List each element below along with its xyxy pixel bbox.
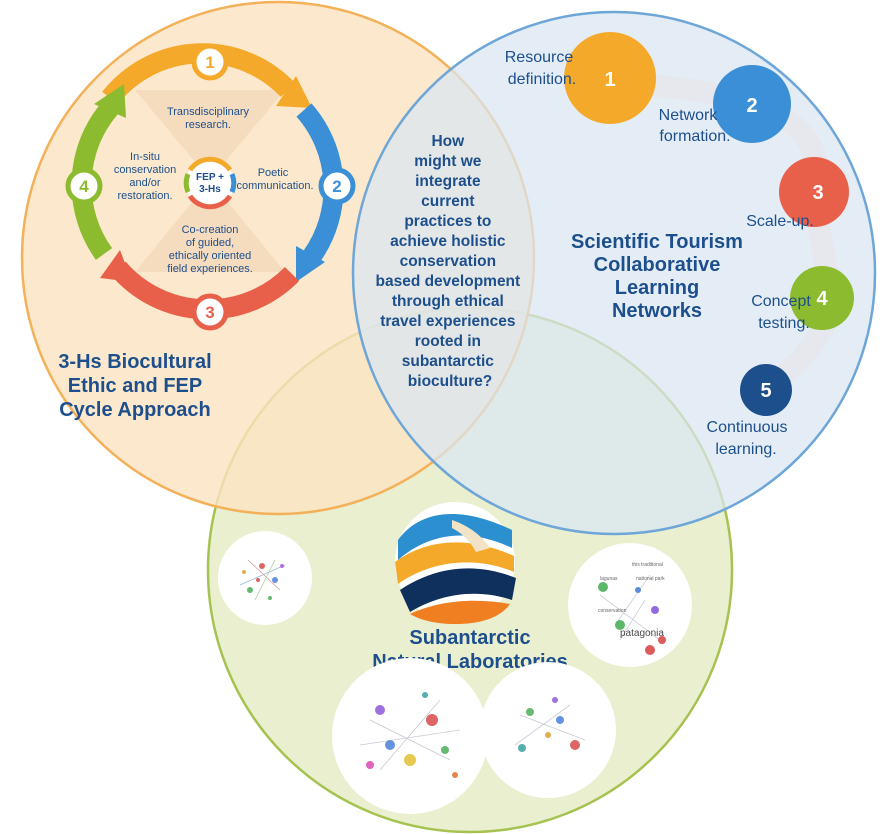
fep-center-label-2: 3-Hs: [199, 184, 221, 195]
cycle-arrowhead-3: [100, 250, 132, 282]
cycle-step-1-line-1: Transdisciplinary: [167, 106, 250, 118]
svg-text:3-Hs Biocultural: 3-Hs Biocultural: [58, 351, 211, 373]
cycle-step-2-line-1: Poetic: [258, 167, 289, 179]
cycle-wedge-top: [135, 90, 285, 180]
cycle-step-1-line-2: research.: [185, 119, 231, 131]
cycle-badge-1: 1: [191, 43, 229, 81]
step-1-label-2: definition.: [508, 71, 577, 88]
svg-text:Cycle Approach: Cycle Approach: [59, 399, 211, 421]
logo-band-yellow: [395, 542, 514, 584]
cycle-wedge-bottom: [135, 180, 285, 272]
step-5-label-1: Continuous: [707, 419, 788, 436]
network-word-patagonia: patagonia: [620, 628, 664, 639]
cycle-step-4-line-3: and/or: [129, 177, 161, 189]
cycle-step-2-line-2: communication.: [236, 180, 313, 192]
step-4-label-1: Concept: [751, 293, 811, 310]
network-word-conservation: conservation: [598, 608, 627, 614]
cycle-step-4-line-4: restoration.: [117, 190, 172, 202]
step-2-label-1: Network: [659, 107, 719, 124]
cycle-step-4-line-1: In-situ: [130, 151, 160, 163]
step-3-number: 3: [812, 182, 823, 204]
step-2-label-2: formation.: [659, 128, 730, 145]
venn-circles: [20, 0, 877, 834]
network-map-bottom-left: [332, 658, 488, 814]
step-1-circle: [564, 32, 656, 124]
network-map-left: [218, 531, 312, 625]
cycle-arrowhead-1: [276, 76, 312, 108]
logo-band-orange: [410, 600, 510, 624]
cycle-badge-2: 2: [318, 167, 356, 205]
step-4-circle: [790, 266, 854, 330]
logo-band-navy: [400, 568, 516, 612]
right-circle-title: Scientific Tourism Collaborative Learnin…: [571, 231, 743, 322]
step-4-label-2: testing.: [758, 315, 810, 332]
svg-text:Learning: Learning: [615, 277, 699, 299]
network-map-bottom-right: [480, 662, 616, 798]
logo-band-cream: [452, 520, 490, 552]
cycle-badge-3: 3: [191, 293, 229, 331]
step-5-number: 5: [760, 380, 771, 402]
step-1-number: 1: [604, 69, 615, 91]
svg-text:1: 1: [205, 53, 214, 72]
cycle-badge-4: 4: [65, 167, 103, 205]
fep-cycle: 1 2 3 4 FEP + 3-Hs Transdisciplinary res…: [65, 43, 356, 331]
step-2-circle: [713, 65, 791, 143]
svg-text:Networks: Networks: [612, 300, 702, 322]
svg-text:3: 3: [205, 303, 214, 322]
waves-logo: [395, 502, 516, 624]
step-3-circle: [779, 157, 849, 227]
cycle-step-3-line-2: of guided,: [186, 237, 234, 249]
logo-band-blue: [398, 513, 512, 560]
cycle-step-3-line-1: Co-creation: [182, 224, 239, 236]
svg-text:Scientific Tourism: Scientific Tourism: [571, 231, 743, 253]
svg-text:2: 2: [332, 177, 341, 196]
fep-center-label-1: FEP +: [196, 172, 224, 183]
cycle-step-4-line-2: conservation: [114, 164, 176, 176]
central-question: How might we integrate current practices…: [375, 133, 524, 390]
step-2-number: 2: [746, 95, 757, 117]
network-word-traditional: this traditional: [632, 562, 663, 568]
network-word-national-park: national park: [636, 576, 665, 582]
cycle-arrowhead-2: [296, 246, 325, 282]
step-1-label-1: Resource: [505, 49, 574, 66]
step-4-number: 4: [816, 288, 828, 310]
step-5-circle: [740, 364, 792, 416]
cycle-step-3-line-4: field experiences.: [167, 263, 253, 275]
svg-text:4: 4: [79, 177, 89, 196]
left-circle-title: 3-Hs Biocultural Ethic and FEP Cycle App…: [58, 351, 211, 421]
svg-text:Ethic and FEP: Ethic and FEP: [68, 375, 202, 397]
fep-center-ring: FEP + 3-Hs: [183, 156, 237, 210]
step-3-label-1: Scale-up.: [746, 213, 814, 230]
step-5-label-2: learning.: [715, 441, 776, 458]
cycle-arrowhead-4: [94, 84, 126, 118]
svg-text:Collaborative: Collaborative: [594, 254, 721, 276]
network-bubbles: patagonia this traditional lagunas natio…: [218, 531, 692, 814]
network-map-right: patagonia this traditional lagunas natio…: [568, 543, 692, 667]
network-word-lagunas: lagunas: [600, 576, 618, 582]
network-steps: 1 2 3 4 5 Resource definition. Network f…: [505, 32, 854, 458]
cycle-step-3-line-3: ethically oriented: [169, 250, 252, 262]
svg-text:Subantarctic: Subantarctic: [409, 627, 530, 649]
